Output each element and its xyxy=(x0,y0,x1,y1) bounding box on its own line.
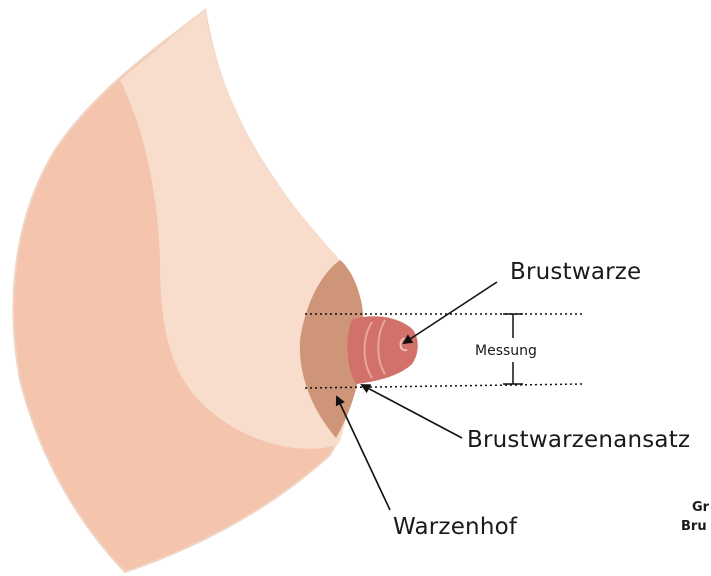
nipple-leader-line xyxy=(404,282,497,343)
measurement-label: Messung xyxy=(475,343,537,359)
nipple-label: Brustwarze xyxy=(510,259,641,285)
cutoff-text-line1: Gr xyxy=(692,500,710,515)
nipple-base-leader-line xyxy=(362,385,462,438)
areola-label: Warzenhof xyxy=(393,514,518,540)
cutoff-text-line2: Bru xyxy=(681,519,707,534)
areola-leader-line xyxy=(337,397,390,510)
nipple-base-label: Brustwarzenansatz xyxy=(467,427,690,453)
